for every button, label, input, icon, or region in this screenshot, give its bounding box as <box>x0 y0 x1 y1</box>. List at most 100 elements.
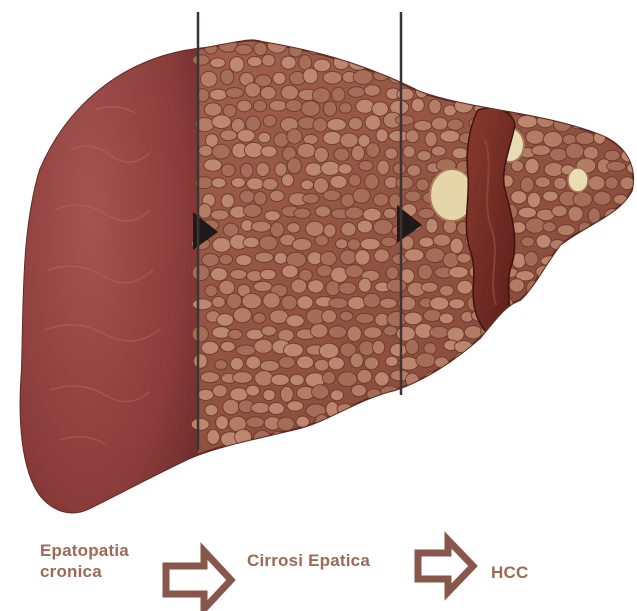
cirrhotic-nodule <box>356 99 374 113</box>
cirrhotic-nodule <box>589 267 601 278</box>
cirrhotic-nodule <box>457 253 471 263</box>
cirrhotic-nodule <box>386 267 398 280</box>
cirrhotic-nodule <box>360 238 380 250</box>
cirrhotic-nodule <box>349 417 361 430</box>
necrotic-area <box>568 168 588 192</box>
cirrhotic-nodule <box>488 418 501 428</box>
cirrhotic-nodule <box>528 101 544 116</box>
cirrhotic-nodule <box>612 429 627 444</box>
cirrhotic-nodule <box>627 372 637 387</box>
cirrhotic-nodule <box>526 280 539 296</box>
cirrhotic-nodule <box>212 144 230 159</box>
cirrhotic-nodule <box>498 389 518 402</box>
cirrhotic-nodule <box>429 99 441 114</box>
cirrhotic-nodule <box>321 161 340 175</box>
cirrhotic-nodule <box>408 74 424 85</box>
cirrhotic-nodule <box>348 297 366 310</box>
cirrhotic-nodule <box>246 385 260 396</box>
cirrhotic-nodule <box>536 265 554 278</box>
cirrhotic-nodule <box>627 283 637 295</box>
cirrhotic-nodule <box>205 404 218 415</box>
cirrhotic-nodule <box>317 265 333 277</box>
cirrhotic-nodule <box>630 128 637 143</box>
cirrhotic-nodule <box>432 117 448 130</box>
cirrhotic-nodule <box>303 68 318 84</box>
cirrhotic-nodule <box>198 204 211 219</box>
cirrhotic-nodule <box>261 146 277 158</box>
cirrhotic-nodule <box>365 115 381 131</box>
cirrhotic-nodule <box>365 174 379 189</box>
cirrhotic-nodule <box>601 236 618 246</box>
cirrhotic-nodule <box>543 312 562 327</box>
cirrhotic-nodule <box>291 279 307 293</box>
cirrhotic-nodule <box>351 384 366 396</box>
cirrhotic-nodule <box>320 251 336 266</box>
cirrhotic-nodule <box>620 177 634 190</box>
cirrhotic-nodule <box>593 191 611 205</box>
cirrhotic-nodule <box>406 339 419 354</box>
cirrhotic-nodule <box>606 113 621 126</box>
cirrhotic-nodule <box>194 354 208 369</box>
cirrhotic-nodule <box>551 56 565 68</box>
cirrhotic-nodule <box>292 238 312 250</box>
cirrhotic-nodule <box>418 208 435 218</box>
cirrhotic-nodule <box>204 159 222 171</box>
cirrhotic-nodule <box>541 256 561 266</box>
cirrhotic-nodule <box>246 417 264 428</box>
cirrhotic-nodule <box>571 238 589 250</box>
cirrhotic-nodule <box>336 239 348 249</box>
cirrhotic-nodule <box>270 190 285 201</box>
cirrhotic-nodule <box>192 265 209 281</box>
cirrhotic-nodule <box>392 430 405 445</box>
cirrhotic-nodule <box>286 100 303 112</box>
cirrhotic-nodule <box>499 355 517 370</box>
cirrhotic-nodule <box>345 265 363 278</box>
cirrhotic-nodule <box>229 57 244 73</box>
cirrhotic-nodule <box>357 369 372 383</box>
cirrhotic-nodule <box>611 339 628 353</box>
cirrhotic-nodule <box>596 342 609 354</box>
cirrhotic-nodule <box>212 178 226 188</box>
cirrhotic-nodule <box>604 297 621 313</box>
cirrhotic-nodule <box>575 344 592 357</box>
cirrhotic-nodule <box>620 268 637 281</box>
cirrhotic-nodule <box>628 39 637 54</box>
cirrhotic-nodule <box>312 385 329 400</box>
cirrhotic-nodule <box>253 100 266 112</box>
cirrhotic-nodule <box>352 145 365 160</box>
cirrhotic-nodule <box>281 56 296 69</box>
cirrhotic-nodule <box>355 250 370 266</box>
cirrhotic-nodule <box>561 252 574 262</box>
cirrhotic-nodule <box>452 416 467 426</box>
cirrhotic-nodule <box>500 323 519 338</box>
cirrhotic-nodule <box>507 314 524 326</box>
cirrhotic-nodule <box>605 177 618 190</box>
cirrhotic-nodule <box>491 398 511 414</box>
cirrhotic-nodule <box>592 249 608 263</box>
cirrhotic-nodule <box>261 326 276 336</box>
cirrhotic-nodule <box>601 327 618 343</box>
cirrhotic-nodule <box>204 43 217 54</box>
cirrhotic-nodule <box>426 71 438 85</box>
cirrhotic-nodule <box>287 223 300 234</box>
cirrhotic-nodule <box>628 432 637 446</box>
cirrhotic-nodule <box>210 89 228 100</box>
cirrhotic-nodule <box>552 359 564 372</box>
cirrhotic-nodule <box>430 297 449 310</box>
cirrhotic-nodule <box>373 403 388 417</box>
cirrhotic-nodule <box>632 100 637 113</box>
cirrhotic-nodule <box>406 130 419 143</box>
cirrhotic-nodule <box>323 71 342 84</box>
cirrhotic-nodule <box>296 416 309 427</box>
cirrhotic-nodule <box>243 204 261 217</box>
cirrhotic-nodule <box>273 72 286 84</box>
cirrhotic-nodule <box>341 222 356 236</box>
cirrhotic-nodule <box>221 341 236 351</box>
cirrhotic-nodule <box>359 161 373 171</box>
cirrhotic-nodule <box>623 236 636 250</box>
cirrhotic-nodule <box>328 416 347 427</box>
cirrhotic-nodule <box>426 42 442 54</box>
cirrhotic-nodule <box>404 312 422 325</box>
cirrhotic-nodule <box>349 117 363 130</box>
